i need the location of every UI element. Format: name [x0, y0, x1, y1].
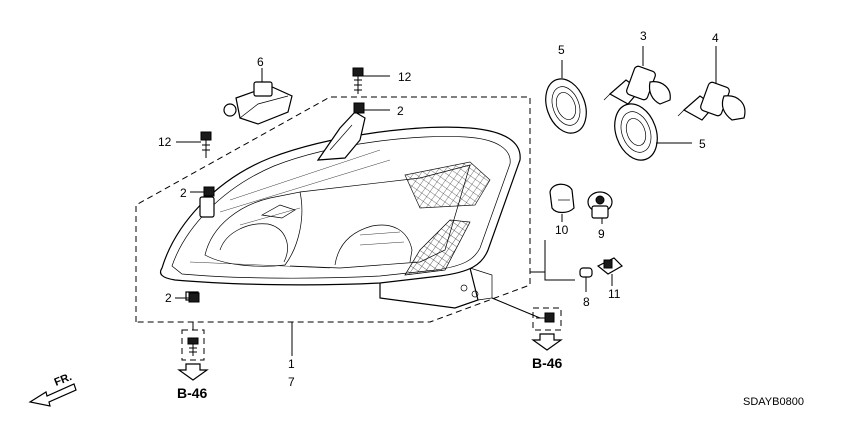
callout-11: 11: [608, 287, 621, 301]
screw-left: [176, 131, 212, 158]
callout-3: 3: [640, 29, 647, 43]
headlight-assembly: [159, 111, 521, 309]
callout-12-left: 12: [158, 135, 172, 149]
arrow-down-icon-right: [531, 333, 563, 351]
bulb-socket-9: [587, 191, 613, 224]
ref-b46-left: B-46: [177, 385, 208, 401]
callout-5-top: 5: [558, 43, 565, 57]
callout-9: 9: [598, 227, 605, 241]
fastener-left: [181, 322, 205, 361]
clip-bottom: [175, 292, 200, 303]
callout-2-bottom: 2: [165, 291, 172, 305]
callout-7: 7: [288, 375, 295, 389]
callout-10: 10: [555, 223, 569, 237]
front-arrow-icon: [28, 383, 77, 407]
callout-6: 6: [257, 55, 264, 69]
clip-top: [353, 102, 390, 114]
callout-5-right: 5: [699, 137, 706, 151]
callout-1: 1: [288, 357, 295, 371]
socket-group-bracket: [544, 240, 575, 281]
headlight-bulb-3: [603, 46, 671, 105]
bulb-seal-upper: [545, 60, 587, 134]
arrow-down-icon-left: [177, 363, 209, 381]
bulb-socket-11: [596, 257, 623, 286]
fastener-right: [491, 297, 562, 331]
callout-12-top: 12: [398, 70, 412, 84]
ref-b46-right: B-46: [532, 355, 563, 371]
bulb-seal-lower: [614, 103, 692, 161]
assembly-boundary: [135, 96, 545, 323]
headlight-bulb-4: [677, 46, 746, 121]
leveling-motor: [223, 68, 293, 125]
callout-4: 4: [712, 31, 719, 45]
diagram-code: SDAYB0800: [743, 396, 804, 408]
screw-top: [352, 67, 390, 94]
callout-2-left: 2: [180, 186, 187, 200]
bulb-socket-10: [549, 183, 575, 222]
clip-left: [190, 186, 215, 197]
callout-8: 8: [583, 295, 590, 309]
callout-2-top: 2: [397, 104, 404, 118]
wedge-bulb-8: [579, 267, 593, 292]
